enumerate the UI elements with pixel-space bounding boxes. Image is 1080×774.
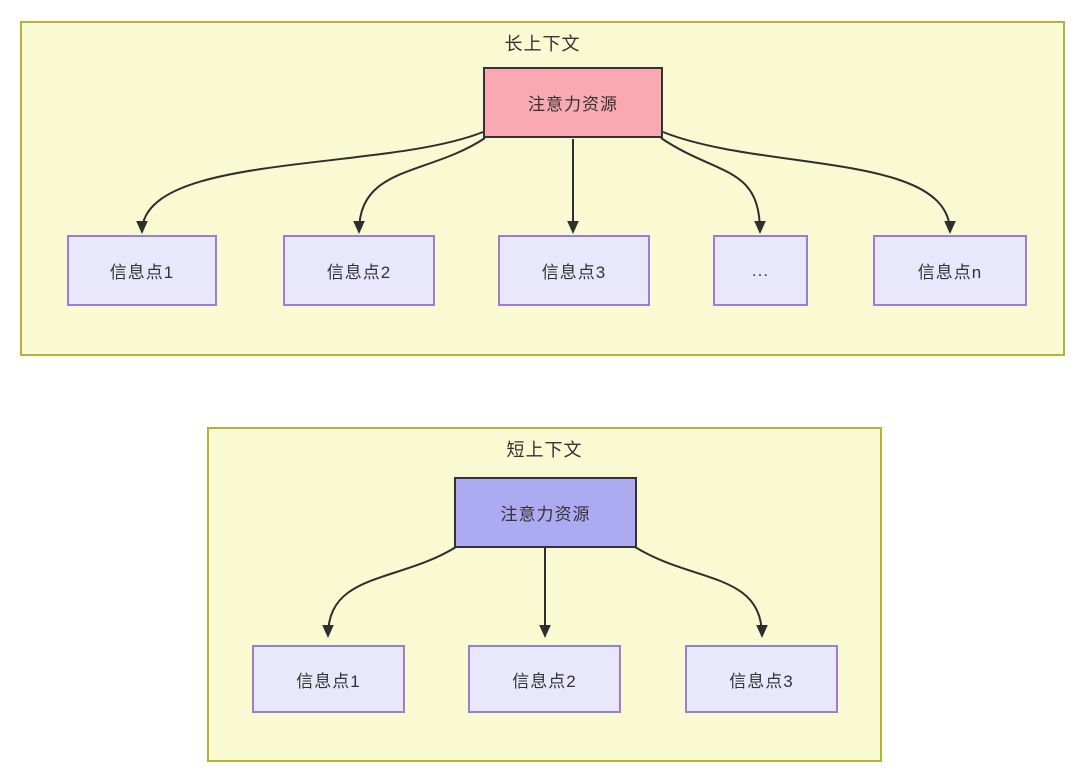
info-point-1-short: 信息点1 (252, 645, 405, 713)
short-context-title: 短上下文 (506, 440, 583, 460)
info-point-2-long: 信息点2 (283, 235, 435, 306)
info-point-n-long: 信息点n (873, 235, 1027, 306)
info-point-ellipsis-long: ... (713, 235, 808, 306)
info-point-3-short: 信息点3 (685, 645, 838, 713)
attention-resources-box-short: 注意力资源 (454, 477, 637, 548)
long-context-title: 长上下文 (504, 34, 581, 54)
info-point-3-long: 信息点3 (498, 235, 650, 306)
info-point-2-short: 信息点2 (468, 645, 621, 713)
info-point-1-long: 信息点1 (67, 235, 217, 306)
attention-resources-box-long: 注意力资源 (483, 67, 663, 138)
